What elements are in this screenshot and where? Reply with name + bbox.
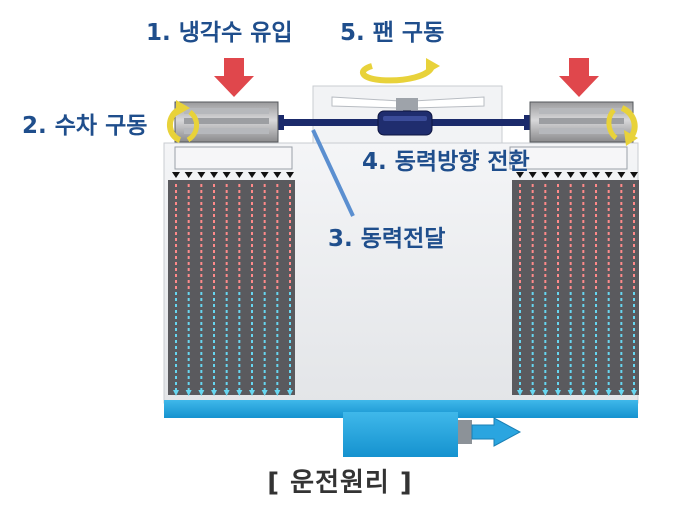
spray-nozzle [210, 172, 218, 178]
spray-nozzle [528, 172, 537, 178]
left-inflow-arrow-icon [214, 58, 254, 97]
spray-nozzle [566, 172, 575, 178]
spray-nozzle [554, 172, 562, 178]
diagram-caption: [ 운전원리 ] [267, 468, 413, 498]
left-distribution-basin [174, 146, 293, 170]
spray-nozzle [592, 172, 600, 178]
spray-nozzle [222, 172, 231, 178]
drip-arrow-icon [517, 390, 523, 396]
spray-nozzle [273, 172, 282, 178]
spray-nozzle [579, 172, 588, 178]
drip-arrow-icon [274, 390, 281, 396]
drip-arrow-icon [529, 390, 536, 396]
drip-arrow-icon [185, 390, 192, 396]
drip-arrow-icon [605, 390, 612, 396]
water-drip-lines [173, 184, 637, 396]
label-step4-direction-change: 4. 동력방향 전환 [362, 149, 530, 175]
left-rotation-arrow-icon [167, 100, 199, 143]
left-fill-pack [168, 180, 295, 395]
drip-arrow-icon [593, 390, 599, 396]
drip-arrow-icon [249, 390, 255, 396]
drip-arrow-icon [198, 390, 205, 396]
drip-arrow-icon [542, 390, 549, 396]
right-distribution-basin [509, 146, 628, 170]
drip-arrow-icon [223, 390, 230, 396]
fan-icon [331, 96, 485, 118]
drip-arrow-icon [236, 390, 243, 396]
cold-water-basin [164, 400, 638, 418]
spray-nozzle [172, 172, 180, 178]
spray-nozzle [197, 172, 206, 178]
label-step2-turbine-drive: 2. 수차 구동 [22, 113, 148, 139]
right-water-turbine [529, 101, 634, 143]
drip-arrow-icon [555, 390, 561, 396]
spray-nozzle [235, 172, 244, 178]
drip-arrow-icon [631, 390, 637, 396]
left-water-turbine [174, 101, 279, 143]
spray-nozzle [604, 172, 613, 178]
drip-arrow-icon [567, 390, 574, 396]
spray-nozzle [630, 172, 638, 178]
label-step5-fan-drive: 5. 팬 구동 [340, 20, 445, 46]
outlet-pipe [458, 420, 472, 444]
spray-nozzles [172, 172, 638, 178]
outflow-arrow-icon [471, 417, 522, 447]
right-inflow-arrow-icon [559, 58, 599, 97]
outlet-sump [343, 412, 458, 457]
power-transfer-callout-line [311, 129, 355, 217]
spray-nozzle [286, 172, 294, 178]
spray-nozzle [260, 172, 269, 178]
spray-nozzle [516, 172, 524, 178]
drip-arrow-icon [173, 390, 179, 396]
label-step3-power-transfer: 3. 동력전달 [328, 226, 446, 252]
right-fill-pack [512, 180, 639, 395]
shaft-joint-left [278, 115, 284, 130]
spray-nozzle [248, 172, 256, 178]
spray-nozzle [541, 172, 550, 178]
drip-arrow-icon [211, 390, 217, 396]
drip-arrow-icon [261, 390, 268, 396]
spray-nozzle [184, 172, 193, 178]
spray-nozzle [617, 172, 626, 178]
drip-arrow-icon [580, 390, 587, 396]
drip-arrow-icon [618, 390, 625, 396]
fan-rotation-arrow-icon [360, 58, 440, 84]
right-rotation-arrow-icon [606, 105, 638, 146]
gearbox [377, 110, 433, 136]
drip-arrow-icon [287, 390, 293, 396]
shaft-joint-right [524, 115, 530, 130]
label-step1-water-inflow: 1. 냉각수 유입 [146, 20, 293, 46]
